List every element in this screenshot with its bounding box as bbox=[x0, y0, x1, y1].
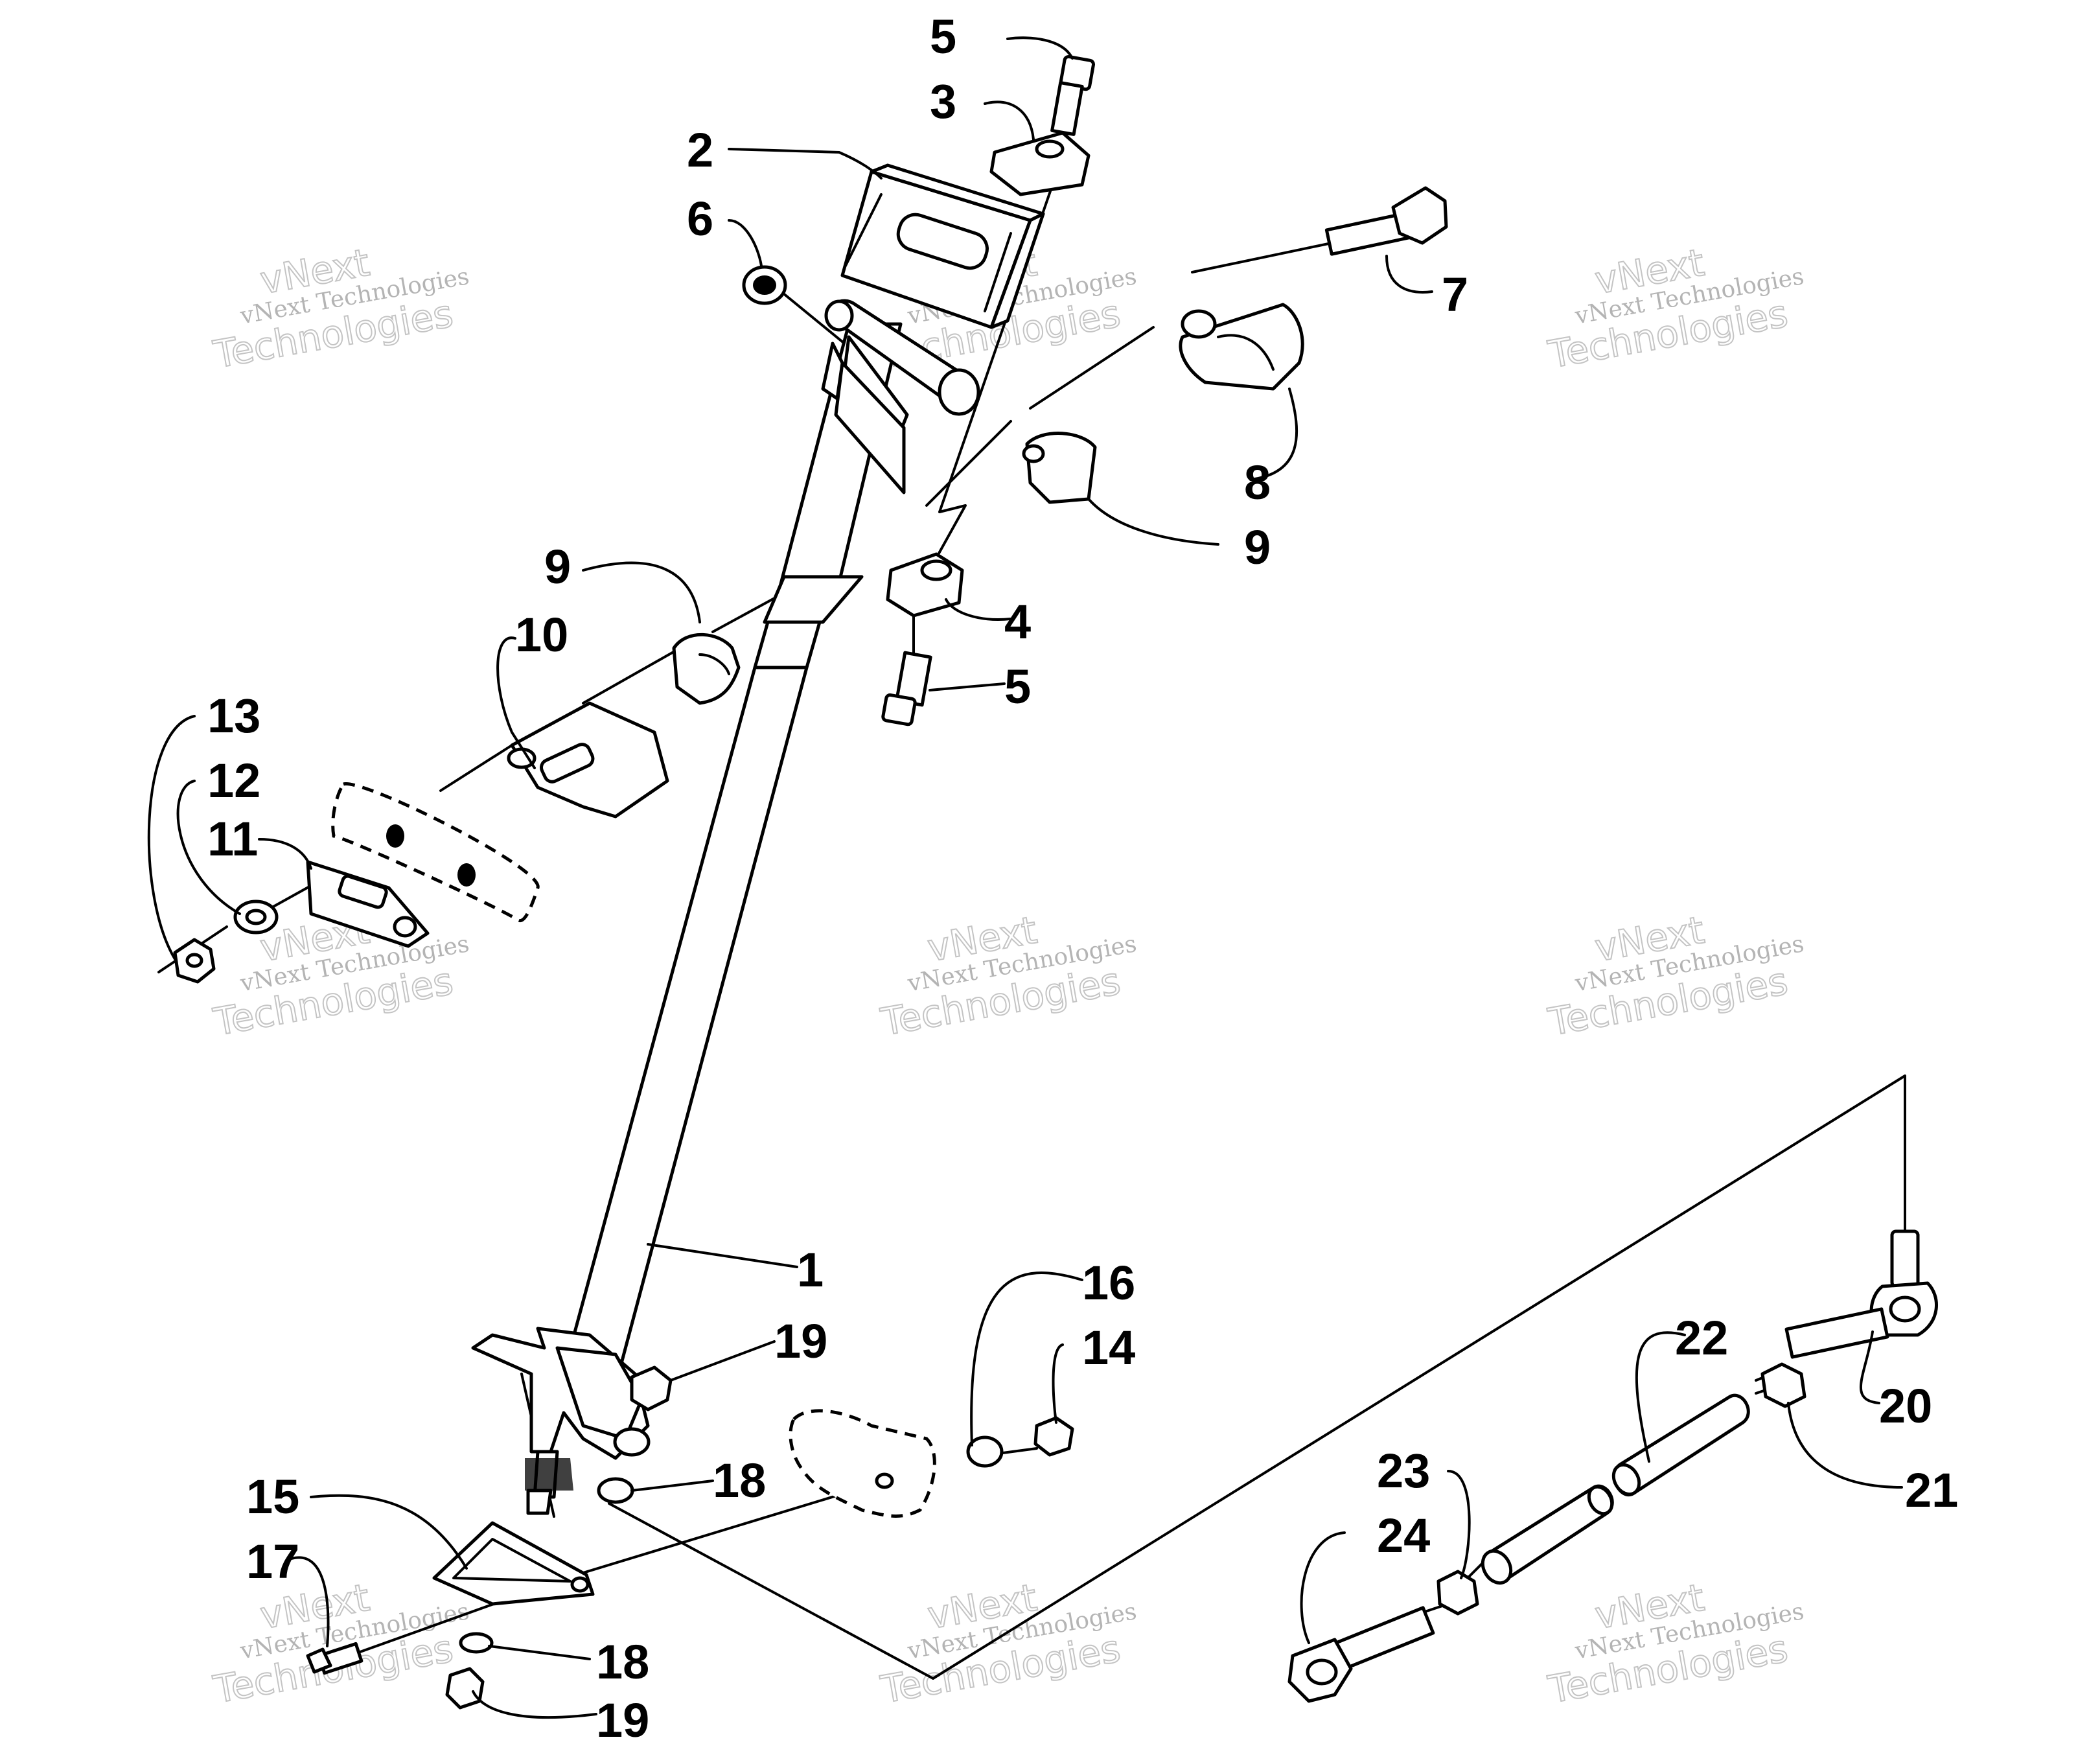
bracket bbox=[507, 701, 669, 818]
assembly-lines bbox=[157, 154, 1906, 1680]
callout-18-bottom: 18 bbox=[596, 1635, 649, 1689]
watermark-5: vNext vNext Technologies Technologies bbox=[877, 907, 1138, 1045]
callout-6: 6 bbox=[687, 192, 713, 246]
callout-14: 14 bbox=[1082, 1321, 1135, 1375]
watermark-9: vNext vNext Technologies Technologies bbox=[1544, 1575, 1806, 1713]
steering-post bbox=[471, 299, 980, 1515]
washer-upper bbox=[597, 1477, 634, 1504]
callout-19-bottom: 19 bbox=[596, 1693, 649, 1747]
handlebar-cap bbox=[1179, 303, 1304, 391]
plate bbox=[306, 860, 430, 948]
nut-lower bbox=[445, 1667, 485, 1710]
leader-lines bbox=[147, 36, 1903, 1719]
watermark-8: vNext vNext Technologies Technologies bbox=[877, 1575, 1138, 1713]
callout-10: 10 bbox=[515, 608, 568, 662]
callout-9-right: 9 bbox=[1244, 520, 1271, 574]
callout-19-top: 19 bbox=[774, 1314, 827, 1368]
callout-5-bottom: 5 bbox=[1004, 660, 1031, 714]
plug bbox=[742, 265, 787, 305]
callout-2: 2 bbox=[687, 123, 713, 177]
callout-1: 1 bbox=[797, 1243, 824, 1297]
clamp-upper bbox=[989, 131, 1090, 196]
callout-labels: 5 3 2 6 7 8 9 9 10 4 5 13 12 11 1 19 16 … bbox=[207, 10, 1958, 1747]
base-plate bbox=[432, 1521, 595, 1606]
callout-5-top: 5 bbox=[930, 10, 956, 64]
dashed-side-bracket bbox=[789, 1409, 936, 1518]
callout-16: 16 bbox=[1082, 1256, 1135, 1310]
nut-upper bbox=[630, 1365, 673, 1411]
handlebar-block bbox=[840, 163, 1045, 329]
callout-18-top: 18 bbox=[713, 1454, 766, 1507]
callout-20: 20 bbox=[1879, 1379, 1932, 1433]
callout-12: 12 bbox=[207, 754, 260, 807]
callout-23: 23 bbox=[1377, 1444, 1430, 1498]
washer-lower bbox=[459, 1632, 494, 1654]
tie-rod bbox=[1481, 1393, 1750, 1585]
watermark-6: vNext vNext Technologies Technologies bbox=[1544, 907, 1806, 1045]
callout-15: 15 bbox=[246, 1470, 299, 1524]
callout-24: 24 bbox=[1377, 1509, 1430, 1562]
callout-22: 22 bbox=[1675, 1311, 1728, 1365]
washer-small bbox=[233, 900, 279, 935]
cap-screw-bottom bbox=[881, 651, 932, 726]
nut-left bbox=[173, 938, 216, 984]
washer-right bbox=[966, 1435, 1004, 1468]
callout-21: 21 bbox=[1905, 1463, 1958, 1517]
bushing-right bbox=[1022, 432, 1097, 504]
tie-rod-end-upper bbox=[1784, 1229, 1938, 1359]
jam-nut-upper bbox=[1760, 1362, 1806, 1408]
bolt bbox=[1324, 186, 1448, 256]
callout-13: 13 bbox=[207, 689, 260, 743]
watermark-group: vNext vNext Technologies Technologies vN… bbox=[209, 240, 1806, 1713]
callout-9-left: 9 bbox=[544, 540, 571, 594]
callout-8: 8 bbox=[1244, 456, 1271, 509]
callout-3: 3 bbox=[930, 75, 956, 128]
watermark-3: vNext vNext Technologies Technologies bbox=[1544, 240, 1806, 378]
dashed-frame-member bbox=[331, 782, 540, 923]
tie-rod-end-lower bbox=[1287, 1606, 1435, 1703]
small-bolt bbox=[306, 1642, 363, 1675]
nut-right bbox=[1033, 1416, 1074, 1457]
watermark-7: vNext vNext Technologies Technologies bbox=[209, 1575, 471, 1713]
cap-screw-top bbox=[1050, 54, 1096, 136]
bushing-left bbox=[672, 633, 741, 705]
watermark-1: vNext vNext Technologies Technologies bbox=[209, 240, 471, 378]
callout-4: 4 bbox=[1004, 595, 1031, 649]
callout-11: 11 bbox=[207, 812, 258, 866]
jam-nut-lower bbox=[1437, 1570, 1479, 1616]
callout-7: 7 bbox=[1442, 268, 1468, 321]
callout-17: 17 bbox=[246, 1535, 299, 1588]
clamp-lower bbox=[886, 552, 964, 618]
